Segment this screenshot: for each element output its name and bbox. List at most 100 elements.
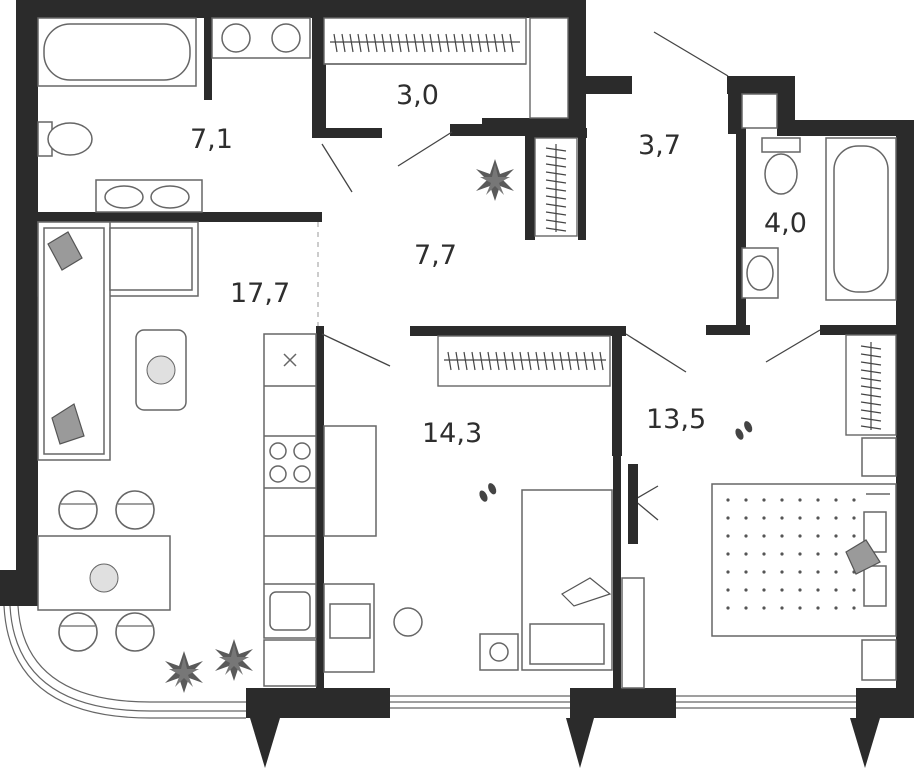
hanger [493, 33, 498, 53]
bed-dot [798, 552, 802, 556]
hanger [421, 33, 426, 53]
hanger [341, 33, 346, 53]
bed-dot [852, 588, 856, 592]
bed-dot [744, 588, 748, 592]
hanger [545, 203, 567, 208]
hanger [455, 351, 460, 371]
pillow [561, 577, 612, 607]
bed-dot [780, 516, 784, 520]
bed-dot [780, 588, 784, 592]
area-label-kitchen-living: 17,7 [230, 278, 290, 309]
bed-dot [726, 588, 730, 592]
hanger [551, 351, 556, 371]
hanger [503, 351, 508, 371]
hanger [860, 417, 882, 422]
hanger [429, 33, 434, 53]
hanger [545, 187, 567, 192]
bed-dot [726, 570, 730, 574]
bed-dot [744, 606, 748, 610]
hanger [543, 351, 548, 371]
bed-dot [762, 570, 766, 574]
hanger [575, 351, 580, 371]
bed-dot [744, 570, 748, 574]
hanger [445, 33, 450, 53]
hanger [545, 227, 567, 232]
bed-dot [780, 498, 784, 502]
bed-dot [816, 498, 820, 502]
hanger [545, 163, 567, 168]
bed-dot [744, 516, 748, 520]
bedroom-1-slippers [477, 481, 498, 504]
bed-dot [816, 606, 820, 610]
hanger [397, 33, 402, 53]
hanger [495, 351, 500, 371]
bed-dot [762, 516, 766, 520]
hanger [471, 351, 476, 371]
hanger [437, 33, 442, 53]
bed-dot [852, 516, 856, 520]
hanger [405, 33, 410, 53]
bed-dot [798, 606, 802, 610]
hanger [545, 171, 567, 176]
hanger [535, 351, 540, 371]
bed-dot [726, 516, 730, 520]
hanger [487, 351, 492, 371]
hanger [860, 377, 882, 382]
area-label-bathroom-1: 7,1 [190, 124, 233, 155]
area-label-wardrobe: 3,0 [396, 80, 439, 111]
bed-dot [816, 534, 820, 538]
hanger-rails [330, 41, 872, 430]
hanger [527, 351, 532, 371]
hanger [333, 33, 338, 53]
hanger [349, 33, 354, 53]
bed-dot [834, 534, 838, 538]
hanger [545, 155, 567, 160]
hanger [365, 33, 370, 53]
hanger [381, 33, 386, 53]
bed-dot [726, 552, 730, 556]
bed-dot [816, 588, 820, 592]
bed-dot [816, 516, 820, 520]
hanger [860, 353, 882, 358]
bathroom-2-fixtures [741, 93, 897, 301]
hanger [545, 179, 567, 184]
hanger [860, 409, 882, 414]
hanger [860, 425, 882, 430]
bed-dot [852, 498, 856, 502]
bed-dot [744, 552, 748, 556]
bed-dot [852, 534, 856, 538]
bed-dot [744, 498, 748, 502]
bed-dot [780, 570, 784, 574]
hanger [860, 361, 882, 366]
hanger [479, 351, 484, 371]
hanger [567, 351, 572, 371]
plant-icon [165, 651, 203, 693]
hanger [511, 351, 516, 371]
bed-dot [834, 588, 838, 592]
bedroom-2-slippers [733, 419, 754, 442]
hanger [447, 351, 452, 371]
hanger [357, 33, 362, 53]
plant-icon [476, 159, 514, 201]
area-label-bedroom-1: 14,3 [422, 418, 482, 449]
bed-dot [816, 552, 820, 556]
hanger [469, 33, 474, 53]
bed-dot [762, 588, 766, 592]
bed-dot [834, 570, 838, 574]
hanger [860, 345, 882, 350]
hanger [461, 33, 466, 53]
hanger [583, 351, 588, 371]
hanger [519, 351, 524, 371]
bed-dot [726, 606, 730, 610]
hanger [545, 147, 567, 152]
bed-dot [726, 498, 730, 502]
bed-dot [762, 534, 766, 538]
bed-dot [762, 498, 766, 502]
hanger [860, 401, 882, 406]
bed-dot [798, 534, 802, 538]
bed-dot [744, 534, 748, 538]
area-label-corridor: 7,7 [414, 240, 457, 271]
bed-dot [726, 534, 730, 538]
